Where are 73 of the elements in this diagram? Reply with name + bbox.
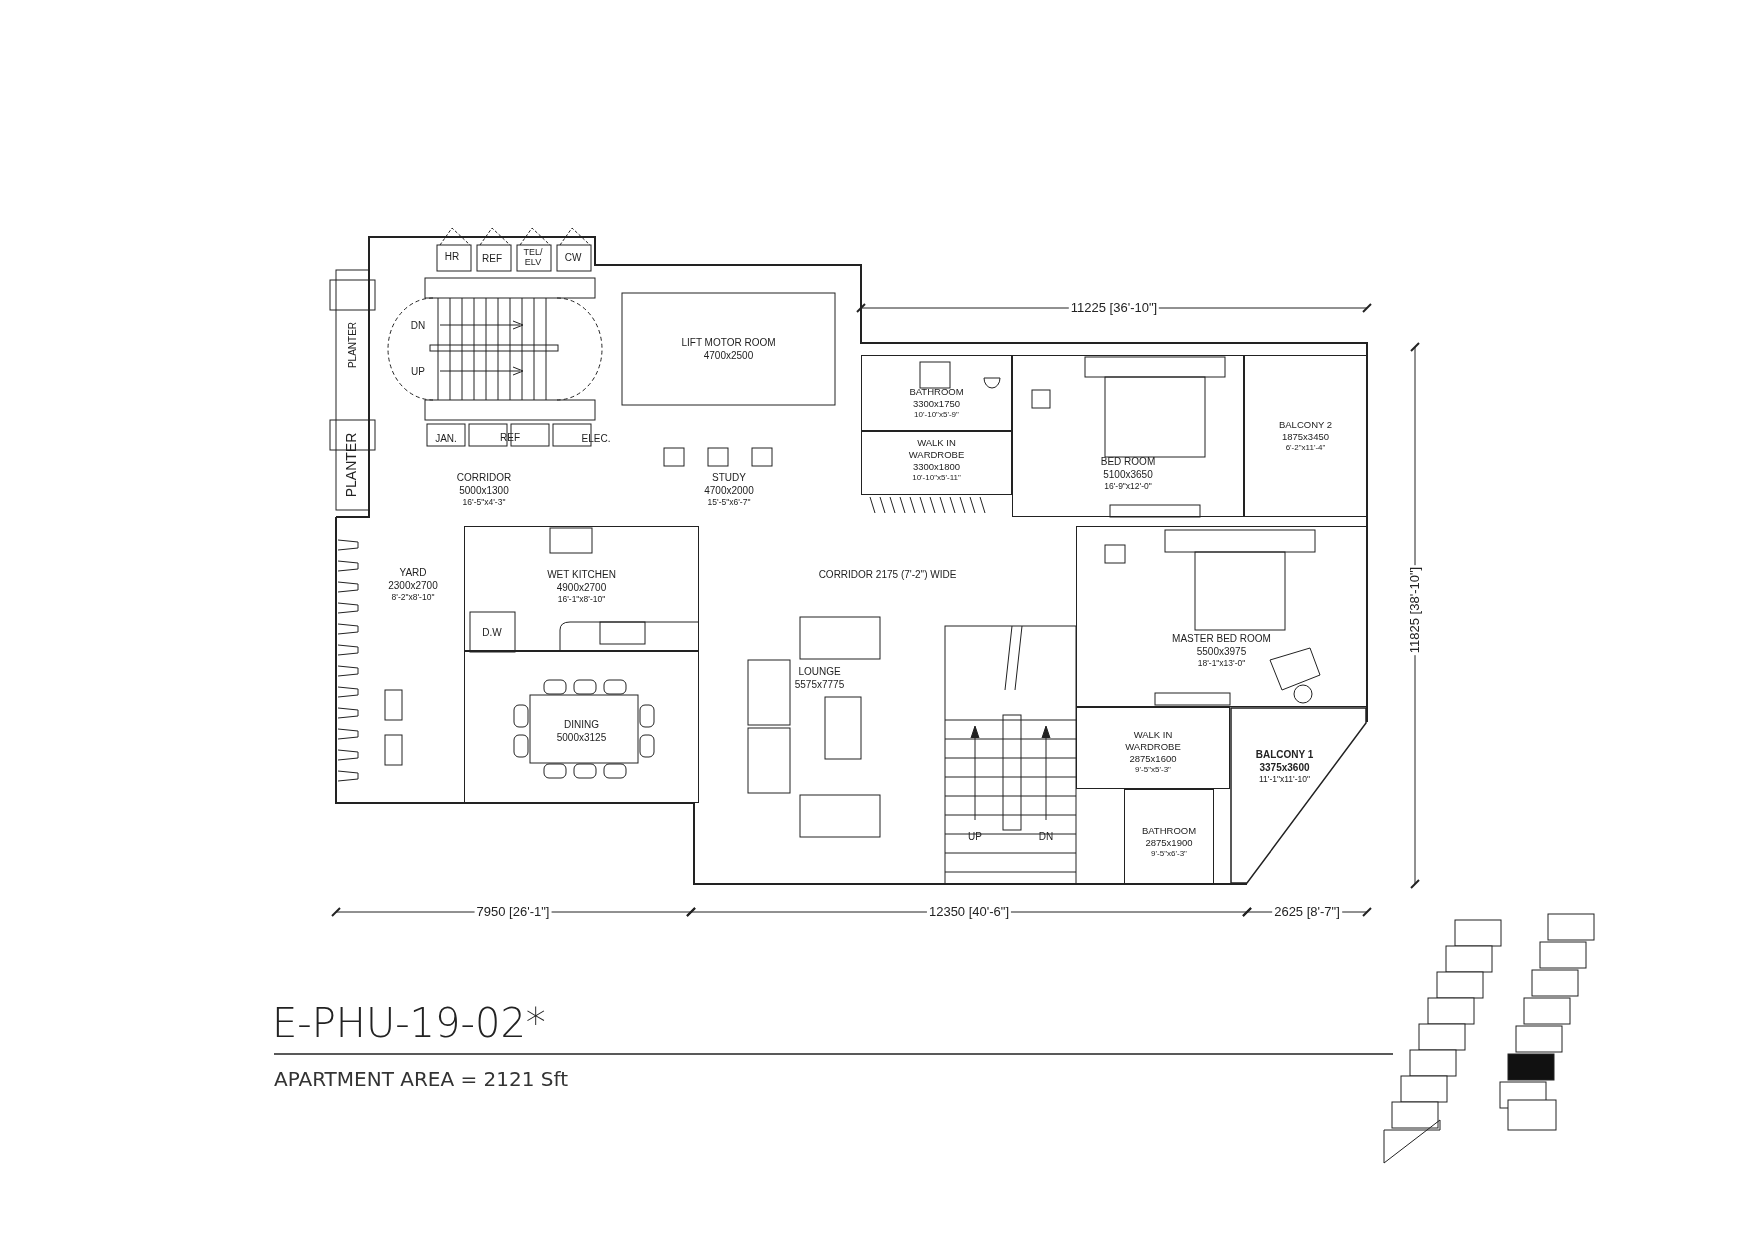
room-size-imperial: 10'-10"x5'-11" [911, 472, 962, 483]
dimension-label: 12350 [40'-6"] [926, 904, 1012, 920]
room-size-imperial: 18'-1"x13'-0" [1196, 658, 1247, 669]
room-name: CORRIDOR 2175 (7'-2") WIDE [817, 568, 958, 582]
area-label: PLANTER [346, 321, 358, 369]
fixture-label: ELEC. [581, 432, 611, 444]
room-size: 5000x3125 [555, 731, 608, 744]
room-size: 3300x1750 [912, 398, 961, 410]
room-size: 4900x2700 [555, 581, 608, 595]
room-size: 5500x3975 [1195, 645, 1248, 659]
room-name: BALCONY 1 [1254, 749, 1315, 762]
room-name: BATHROOM [908, 386, 965, 398]
dimension-label: 2625 [8'-7"] [1272, 904, 1342, 920]
room-size: 2875x1900 [1144, 837, 1194, 849]
room [1124, 789, 1214, 884]
room-size-imperial: 16'-1"x8'-10" [556, 594, 607, 605]
fixture-label: JAN. [435, 432, 457, 444]
fixture-label: REF [500, 431, 520, 443]
room [861, 431, 1012, 495]
room-size: 4700x2000 [703, 484, 755, 498]
room [1076, 707, 1230, 789]
room-size: 5100x3650 [1102, 468, 1154, 482]
room-name: DINING [563, 718, 600, 731]
room-size: 2300x2700 [387, 579, 439, 593]
fixture-label: TEL/ ELV [522, 248, 544, 268]
area-label: PLANTER [344, 432, 360, 498]
dimension-label: 11225 [36'-10"] [1068, 300, 1160, 316]
room [464, 651, 699, 803]
room-size-imperial: 16'-5"x4'-3" [461, 497, 507, 508]
stair-direction-label: DN [410, 319, 426, 331]
room-name: LIFT MOTOR ROOM [680, 336, 777, 349]
room-size-imperial: 10'-10"x5'-9" [913, 409, 960, 420]
room-name: STUDY [711, 472, 747, 485]
room [861, 355, 1012, 431]
room-name: WET KITCHEN [546, 569, 617, 582]
room-size: 1875x3450 [1281, 431, 1330, 443]
dimension-label: 7950 [26'-1"] [474, 904, 552, 920]
dimension-label: 11825 [38'-10"] [1407, 564, 1423, 656]
area-caption: APARTMENT AREA = 2121 Sft [274, 1067, 569, 1091]
room-size: 5000x1300 [458, 484, 510, 498]
room-size-imperial: 9'-5"x5'-3" [1134, 764, 1172, 775]
room [1076, 526, 1367, 707]
room-size: 3375x3600 [1258, 761, 1311, 775]
room-name: YARD [398, 567, 428, 580]
room [464, 526, 699, 651]
fixture-label: HR [444, 250, 460, 262]
room-size: 2875x1600 [1128, 752, 1178, 765]
room-name: BATHROOM [1140, 825, 1198, 837]
room-size: 5575x7775 [793, 678, 846, 691]
room-size-imperial: 16'-9"x12'-0" [1103, 481, 1153, 492]
room-name: BED ROOM [1099, 456, 1157, 469]
room-size-imperial: 11'-1"x11'-10" [1258, 774, 1311, 785]
room-size-imperial: 6'-2"x11'-4" [1284, 442, 1327, 453]
room-name: LOUNGE [797, 665, 842, 678]
room-name: BALCONY 2 [1277, 419, 1334, 431]
room-size: 3300x1800 [912, 460, 961, 473]
stair-direction-label: DN [1038, 830, 1054, 842]
room-name: CORRIDOR [455, 472, 513, 485]
room [1244, 355, 1367, 517]
fixture-label: REF [482, 252, 502, 264]
appliance-label: D.W [482, 626, 502, 638]
room-name: WALK IN WARDROBE [907, 437, 966, 461]
room-size-imperial: 15'-5"x6'-7" [706, 497, 752, 508]
plan-title: E-PHU-19-02* [272, 1000, 546, 1046]
room-name: MASTER BED ROOM [1171, 633, 1272, 646]
fixture-label: CW [564, 251, 582, 263]
stair-direction-label: UP [968, 830, 982, 842]
room-size-imperial: 8'-2"x8'-10" [390, 592, 436, 603]
stair-direction-label: UP [411, 365, 425, 377]
room-name: WALK IN WARDROBE [1124, 729, 1182, 753]
room-size: 4700x2500 [702, 349, 755, 362]
room-size-imperial: 9'-5"x6'-3" [1150, 848, 1188, 859]
room [1012, 355, 1244, 517]
